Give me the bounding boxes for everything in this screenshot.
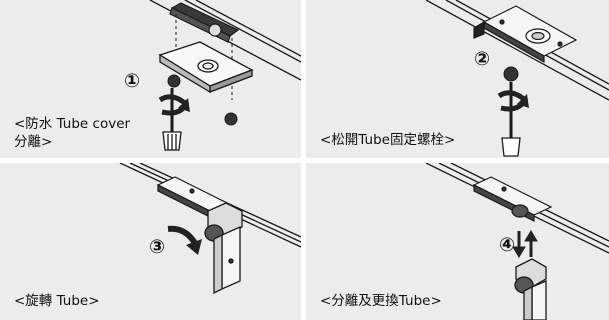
caption-line: <松開Tube固定螺栓>: [320, 132, 456, 148]
step-3-panel: ③ <旋轉 Tube>: [0, 163, 301, 320]
replace-tube-illustration: [425, 163, 609, 320]
caption-line: <防水 Tube cover: [14, 116, 131, 132]
step-caption: <旋轉 Tube>: [14, 292, 100, 310]
step-number: ③: [148, 236, 166, 258]
step-1-panel: ① <防水 Tube cover 分離>: [0, 0, 301, 158]
remove-cover-illustration: [149, 0, 301, 151]
step-2-panel: ② <松開Tube固定螺栓>: [306, 0, 609, 158]
step-number: ①: [123, 70, 141, 92]
caption-line: 分離>: [14, 134, 53, 150]
step-4-panel: ④ <分離及更換Tube>: [306, 163, 609, 320]
caption-line: <分離及更換Tube>: [320, 293, 442, 309]
step-caption: <松開Tube固定螺栓>: [320, 131, 455, 149]
step-number: ②: [473, 48, 491, 70]
step-number: ④: [498, 234, 516, 256]
caption-line: <旋轉 Tube>: [14, 293, 100, 309]
step-caption: <分離及更換Tube>: [320, 292, 442, 310]
loosen-bolt-illustration: [425, 0, 609, 157]
step-caption: <防水 Tube cover 分離>: [14, 115, 130, 151]
rotate-tube-illustration: [119, 163, 301, 295]
